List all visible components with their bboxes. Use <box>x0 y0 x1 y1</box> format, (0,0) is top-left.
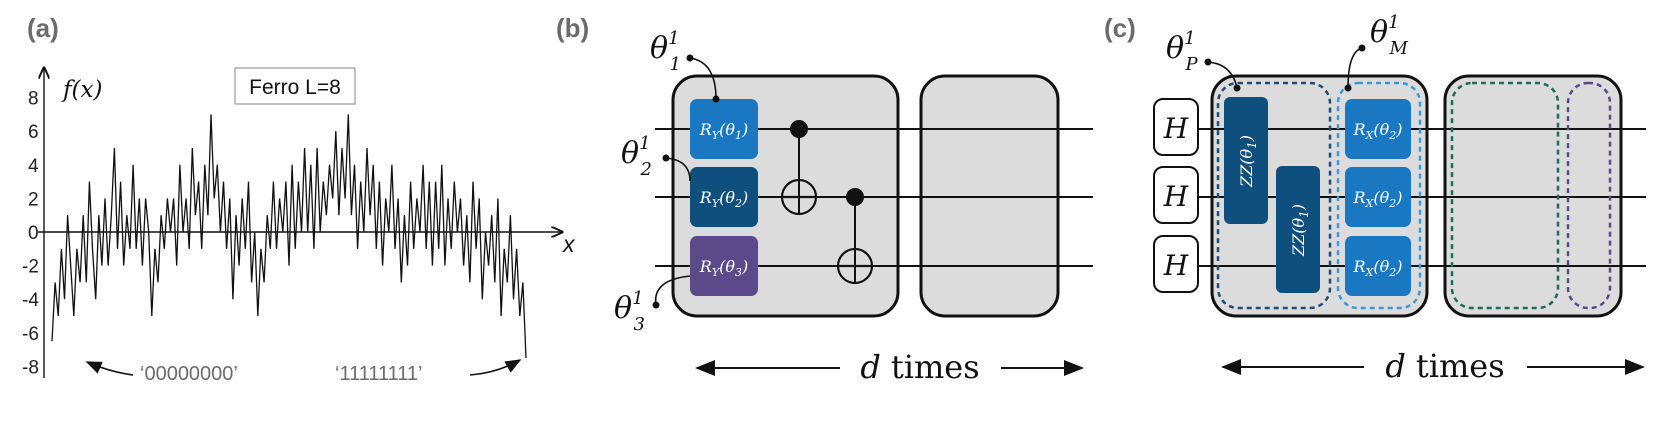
theta1-pointer <box>689 57 717 100</box>
y-tick-label: -2 <box>22 257 39 278</box>
panel-c-label: (c) <box>1104 13 1136 43</box>
right-annotation: ‘11111111’ <box>335 363 422 385</box>
x-axis-label: x <box>562 231 576 257</box>
mixer-group-dashed <box>1336 81 1422 310</box>
hadamard-gate-3: H <box>1153 235 1199 293</box>
phase-group-dashed-2 <box>1450 81 1560 310</box>
theta2-pointer <box>665 157 691 182</box>
hadamard-gate-1: H <box>1153 98 1199 156</box>
right-annotation-arrow <box>469 359 522 376</box>
left-annotation-arrow <box>85 361 134 376</box>
y-tick-label: 0 <box>28 223 39 244</box>
y-axis-label: f(x) <box>61 77 102 103</box>
series-line-ferro <box>51 114 527 359</box>
ry-gate-3: RY(θ3) <box>690 236 758 296</box>
y-tick-label: 6 <box>28 122 39 143</box>
svg-text:H: H <box>1163 249 1189 282</box>
svg-text:H: H <box>1163 180 1189 213</box>
y-tick-label: 4 <box>28 156 39 177</box>
y-tick-label: -6 <box>22 324 39 345</box>
rx-gate-2: RX(θ2) <box>1345 167 1411 227</box>
rx-gate-3: RX(θ2) <box>1345 236 1411 296</box>
y-tick-label: -4 <box>22 290 39 311</box>
svg-text:RX(θ2): RX(θ2) <box>1352 120 1402 142</box>
legend-label: Ferro L=8 <box>249 76 341 99</box>
panel-a-label: (a) <box>27 13 59 43</box>
y-tick-label: 8 <box>28 89 39 110</box>
theta3-pointer <box>654 275 691 306</box>
panel-b: (b) RY(θ1) RY(θ2) RY(θ3) <box>556 13 1093 386</box>
phase-group-dashed <box>1216 81 1332 310</box>
cnot-gate-2 <box>836 188 874 285</box>
svg-text:RX(θ2): RX(θ2) <box>1352 257 1402 279</box>
y-tick-labels: 8 6 4 2 0 -2 -4 -6 -8 <box>22 89 39 379</box>
cnot-gate-1 <box>780 120 818 216</box>
y-tick-label: 2 <box>28 189 39 210</box>
svg-text:RY(θ3): RY(θ3) <box>699 257 748 279</box>
panel-a: (a) f(x) x 8 6 4 2 0 -2 -4 -6 -8 Ferro L=8 ‘0000… <box>22 13 576 385</box>
left-annotation: ‘00000000’ <box>140 363 238 385</box>
theta-p-pointer <box>1207 61 1238 89</box>
ry-gate-1: RY(θ1) <box>690 99 758 159</box>
panel-c: (c) H H H ZZ(θ1) <box>1104 12 1646 385</box>
svg-text:RY(θ2): RY(θ2) <box>699 188 748 210</box>
svg-text:ZZ(θ1): ZZ(θ1) <box>1237 135 1259 188</box>
mixer-group-dashed-2 <box>1566 81 1612 310</box>
legend-box <box>234 67 356 105</box>
svg-text:ZZ(θ1): ZZ(θ1) <box>1289 204 1311 257</box>
svg-text:RY(θ1): RY(θ1) <box>699 120 748 142</box>
zz-gate-2: ZZ(θ1) <box>1276 166 1320 293</box>
ry-gate-2: RY(θ2) <box>690 167 758 227</box>
svg-text:RX(θ2): RX(θ2) <box>1352 188 1402 210</box>
hadamard-gate-2: H <box>1153 166 1199 224</box>
zz-gate-1: ZZ(θ1) <box>1224 97 1268 224</box>
y-tick-label: -8 <box>22 357 39 378</box>
svg-text:H: H <box>1163 112 1189 145</box>
panel-b-label: (b) <box>556 13 589 43</box>
rx-gate-1: RX(θ2) <box>1345 99 1411 159</box>
